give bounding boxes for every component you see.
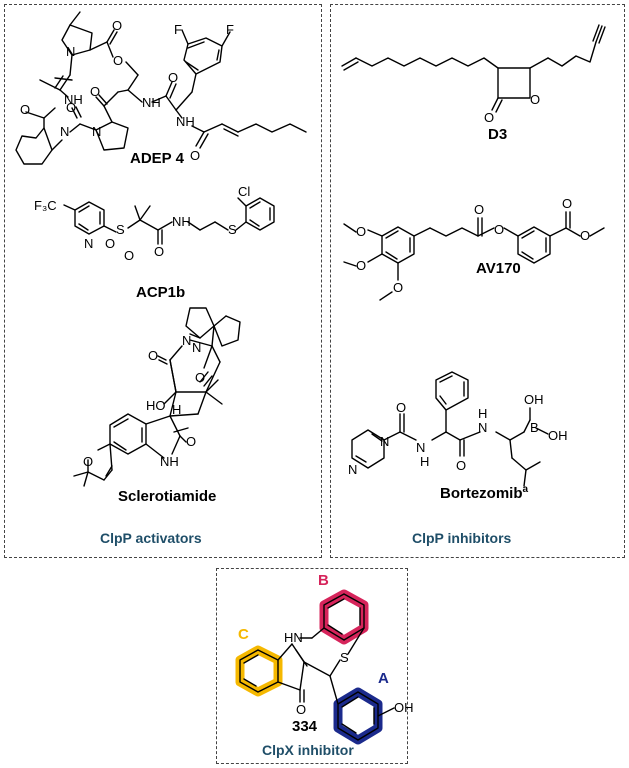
atom-o: O xyxy=(456,458,466,473)
atom-o: O xyxy=(90,84,100,99)
caption-clpp-inhibitors: ClpP inhibitors xyxy=(412,530,512,546)
clpx-inhibitor-panel xyxy=(216,568,408,764)
atom-nh: NH xyxy=(142,95,161,110)
atom-s: S xyxy=(228,222,237,237)
atom-o: O xyxy=(186,434,196,449)
sclerotiamide-structure xyxy=(73,307,241,487)
atom-n: N xyxy=(416,440,425,455)
atom-nh: NH xyxy=(64,92,83,107)
atom-n: N xyxy=(60,124,69,139)
clpp-activators-panel xyxy=(4,4,322,558)
atom-cl: Cl xyxy=(238,184,250,199)
compound-name-bortezomib: Bortezomiba xyxy=(440,484,528,502)
compound-name-adep4: ADEP 4 xyxy=(130,150,184,167)
compound-name-acp1b: ACP1b xyxy=(136,284,186,301)
atom-nh: NH xyxy=(160,454,179,469)
av170-structure xyxy=(343,211,605,301)
ring-label-a: A xyxy=(378,670,389,687)
atom-n: N xyxy=(92,124,101,139)
atom-o: O xyxy=(494,222,504,237)
atom-oh: OH xyxy=(524,392,544,407)
clpp-inhibitors-panel xyxy=(330,4,625,558)
atom-f: F xyxy=(226,22,234,37)
atom-o: O xyxy=(154,244,164,259)
atom-hn: HN xyxy=(284,630,303,645)
atom-o: O xyxy=(396,400,406,415)
atom-o: O xyxy=(356,224,366,239)
bortezomib-footnote: a xyxy=(522,484,529,495)
atom-o: O xyxy=(562,196,572,211)
atom-n: N xyxy=(380,434,389,449)
atom-o: O xyxy=(530,92,540,107)
atom-n: N xyxy=(66,44,75,59)
atom-b: B xyxy=(530,420,539,435)
atom-nh: NH xyxy=(176,114,195,129)
atom-n: N xyxy=(478,420,487,435)
atom-o: O xyxy=(124,248,134,263)
atom-cf3: F₃C xyxy=(34,198,57,213)
compound-name-d3: D3 xyxy=(488,126,508,143)
atom-s: S xyxy=(116,222,125,237)
atom-o: O xyxy=(168,70,178,85)
adep4-structure xyxy=(15,11,307,165)
atom-h: H xyxy=(172,402,181,417)
atom-o: O xyxy=(484,110,494,125)
atom-n: N xyxy=(192,340,201,355)
atom-oh: OH xyxy=(548,428,568,443)
atom-o: O xyxy=(474,202,484,217)
atom-o: O xyxy=(190,148,200,163)
atom-h: H xyxy=(420,454,429,469)
atom-s: S xyxy=(340,650,349,665)
caption-clpx-inhibitor: ClpX inhibitor xyxy=(262,742,354,758)
compound-334-structure xyxy=(235,589,395,745)
atom-ho: HO xyxy=(146,398,166,413)
atom-h: H xyxy=(478,406,487,421)
atom-o: O xyxy=(66,100,76,115)
compound-name-334: 334 xyxy=(292,718,318,735)
atom-o: O xyxy=(105,236,115,251)
ring-label-c: C xyxy=(238,626,249,643)
atom-o: O xyxy=(83,454,93,469)
atom-o: O xyxy=(296,702,306,717)
atom-o: O xyxy=(195,370,205,385)
atom-o: O xyxy=(113,53,123,68)
atom-n: N xyxy=(182,333,191,348)
atom-f: F xyxy=(174,22,182,37)
bortezomib-name: Bortezomib xyxy=(440,485,523,502)
atom-o: O xyxy=(148,348,158,363)
bortezomib-structure xyxy=(351,371,549,487)
atom-o: O xyxy=(356,258,366,273)
ring-label-b: B xyxy=(318,572,329,589)
compound-name-av170: AV170 xyxy=(476,260,521,277)
atom-n: N xyxy=(84,236,93,251)
compound-name-sclerotiamide: Sclerotiamide xyxy=(118,488,217,505)
atom-o: O xyxy=(20,102,30,117)
atom-n: N xyxy=(348,462,357,477)
caption-clpp-activators: ClpP activators xyxy=(100,530,202,546)
atom-o: O xyxy=(112,18,122,33)
acp1b-structure xyxy=(63,197,275,245)
atom-oh: OH xyxy=(394,700,414,715)
atom-o: O xyxy=(393,280,403,295)
atom-o: O xyxy=(580,228,590,243)
atom-nh: NH xyxy=(172,214,191,229)
d3-structure xyxy=(341,24,606,113)
